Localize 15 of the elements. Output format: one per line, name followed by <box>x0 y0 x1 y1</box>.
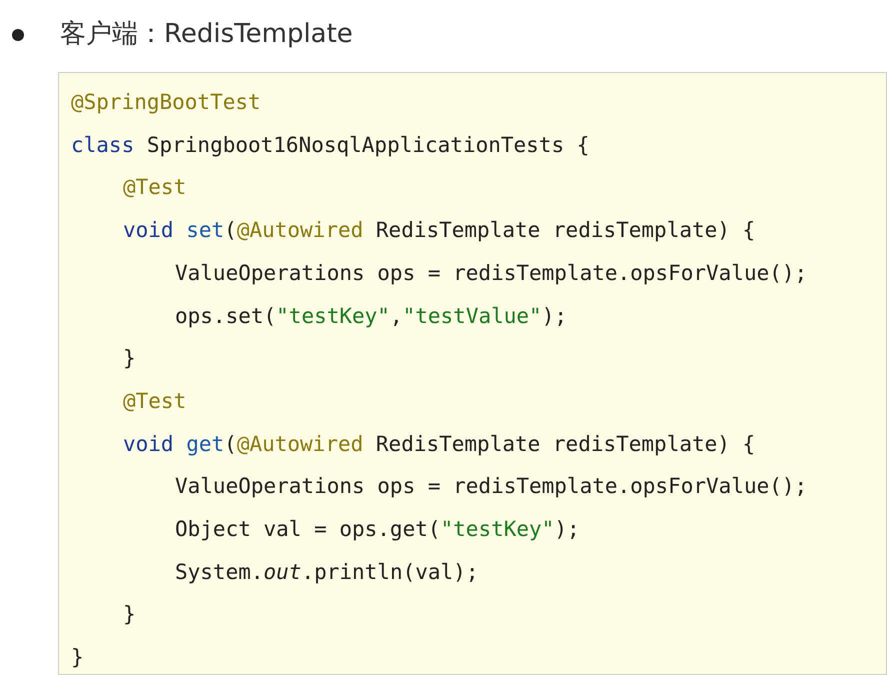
code-line: Object val = ops.get("testKey"); <box>175 516 580 543</box>
code-line: ops.set("testKey","testValue"); <box>175 302 567 330</box>
code-line: @Test <box>123 174 186 202</box>
code-line: @Test <box>123 388 186 415</box>
code-line: ValueOperations ops = redisTemplate.opsForValue(); <box>175 473 808 500</box>
code-line: } <box>123 601 136 628</box>
code-line: } <box>123 345 136 372</box>
code-line: void set(@Autowired RedisTemplate redisTemplate) { <box>123 217 756 244</box>
code-line: } <box>71 644 84 672</box>
code-line: void get(@Autowired RedisTemplate redisTemplate) { <box>123 430 756 458</box>
heading: 客户端：RedisTemplate <box>60 18 353 51</box>
code-line: class Springboot16NosqlApplicationTests { <box>71 132 590 159</box>
code-line: ValueOperations ops = redisTemplate.opsForValue(); <box>175 260 808 287</box>
code-line: System.out.println(val); <box>175 558 478 586</box>
code-line: @SpringBootTest <box>71 89 261 116</box>
